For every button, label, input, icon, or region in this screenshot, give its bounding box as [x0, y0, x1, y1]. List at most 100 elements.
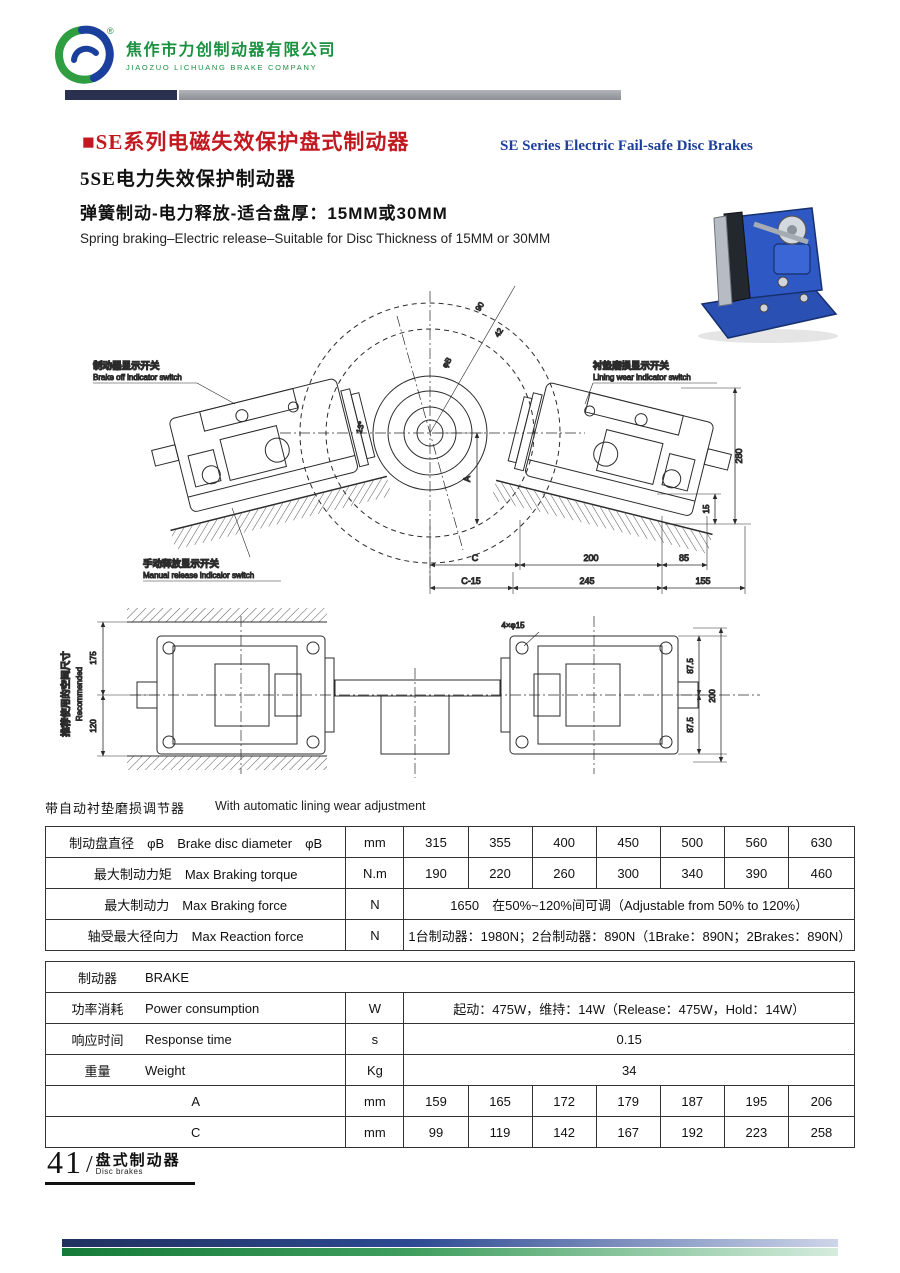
unit-cell: mm: [345, 1116, 405, 1148]
value-cell: 315: [403, 826, 469, 858]
dim-200: 200: [583, 553, 598, 563]
dim-175: 175: [89, 651, 98, 665]
table-row: 功率消耗 Power consumption W 起动：475W，维持：14W（…: [44, 992, 855, 1024]
dim-87-5-bottom: 87.5: [686, 717, 695, 733]
table-row: 响应时间 Response time s 0.15: [44, 1023, 855, 1055]
footer-section-cn: 盘式制动器: [95, 1151, 181, 1169]
dim-C-15: C-15: [461, 576, 481, 586]
value-span-cell: 34: [403, 1054, 855, 1086]
dim-42: 42: [493, 326, 506, 339]
adjuster-note-en: With automatic lining wear adjustment: [215, 799, 426, 813]
value-cell: 300: [595, 857, 661, 889]
unit-cell: mm: [345, 1085, 405, 1117]
value-cell: 99: [403, 1116, 469, 1148]
row-label: 最大制动力 Max Braking force: [44, 888, 347, 920]
row-label: C: [44, 1116, 347, 1148]
value-cell: 630: [787, 826, 856, 858]
dim-15: 15: [702, 504, 711, 513]
brake-header-cell: 制动器 BRAKE: [45, 961, 855, 993]
value-cell: 142: [531, 1116, 597, 1148]
right-mounting-surface: [490, 479, 714, 555]
bottom-bar-blue: [62, 1239, 838, 1247]
value-cell: 195: [723, 1085, 789, 1117]
header-bar-navy: [65, 90, 177, 100]
model-title: 5SE电力失效保护制动器: [80, 169, 296, 190]
value-cell: 220: [467, 857, 533, 889]
table-row: C mm 99 119 142 167 192 223 258: [44, 1116, 856, 1148]
recommended-label-cn: 推荐使用的空间尺寸: [60, 651, 72, 737]
value-cell: 159: [403, 1085, 469, 1117]
value-cell: 206: [787, 1085, 856, 1117]
table-row: 重量 Weight Kg 34: [44, 1054, 855, 1086]
table-row: 最大制动力 Max Braking force N 1650 在50%~120%…: [44, 888, 855, 920]
row-label: 最大制动力矩 Max Braking torque: [44, 857, 347, 889]
spec-line-cn: 弹簧制动-电力释放-适合盘厚：15MM或30MM: [80, 204, 448, 223]
value-cell: 260: [531, 857, 597, 889]
value-span-cell: 0.15: [403, 1023, 855, 1055]
value-span-cell: 起动：475W，维持：14W（Release：475W，Hold：14W）: [403, 992, 855, 1024]
unit-cell: s: [345, 1023, 405, 1055]
table-row: 制动器 BRAKE: [45, 961, 855, 993]
value-span-cell: 1台制动器：1980N；2台制动器：890N（1Brake：890N；2Brak…: [403, 919, 855, 951]
series-title-en: SE Series Electric Fail-safe Disc Brakes: [500, 138, 753, 154]
technical-drawing: 制动器显示开关 Brake off indicator switch 衬垫磨损显…: [60, 285, 760, 778]
row-label: 重量 Weight: [44, 1054, 347, 1086]
dim-87-5-top: 87.5: [686, 658, 695, 674]
dim-280: 280: [734, 448, 744, 463]
front-view: 制动器显示开关 Brake off indicator switch 衬垫磨损显…: [93, 285, 751, 594]
company-name-cn: 焦作市力创制动器有限公司: [126, 42, 337, 59]
recommended-label-en: Recommended: [75, 667, 84, 721]
table-row: A mm 159 165 172 179 187 195 206: [44, 1085, 856, 1117]
value-cell: 560: [723, 826, 789, 858]
row-label-cn: 重量: [84, 1063, 111, 1079]
dim-245: 245: [579, 576, 594, 586]
lining-wear-label-cn: 衬垫磨损显示开关: [593, 360, 670, 372]
registered-mark: ®: [107, 26, 114, 36]
dim-120: 120: [89, 719, 98, 733]
brake-off-label-cn: 制动器显示开关: [93, 360, 160, 372]
dim-C: C: [472, 553, 479, 563]
value-cell: 450: [595, 826, 661, 858]
dim-155: 155: [695, 576, 710, 586]
manual-release-label-cn: 手动释放显示开关: [143, 558, 220, 570]
row-label: 功率消耗 Power consumption: [44, 992, 347, 1024]
value-cell: 223: [723, 1116, 789, 1148]
manual-release-switch-label: 手动释放显示开关 Manual release indicalor switch: [143, 507, 281, 582]
brake-header-cn: 制动器: [77, 970, 117, 986]
spec-line-en: Spring braking–Electric release–Suitable…: [80, 231, 551, 246]
value-cell: 460: [787, 857, 856, 889]
row-label-en: Weight: [145, 1062, 186, 1078]
row-label: A: [44, 1085, 347, 1117]
header-bar-gray: [179, 90, 621, 100]
value-cell: 258: [787, 1116, 856, 1148]
brake-header-en: BRAKE: [145, 969, 190, 985]
value-cell: 400: [531, 826, 597, 858]
company-name-en: JIAOZUO LICHUANG BRAKE COMPANY: [126, 63, 318, 72]
value-cell: 179: [595, 1085, 661, 1117]
disc-spec-table: 制动盘直径 φB Brake disc diameter φB mm 315 3…: [44, 826, 856, 951]
value-cell: 190: [403, 857, 469, 889]
value-cell: 187: [659, 1085, 725, 1117]
value-cell: 165: [467, 1085, 533, 1117]
unit-cell: Kg: [345, 1054, 405, 1086]
footer-slash: /: [86, 1151, 93, 1178]
lining-wear-switch-label: 衬垫磨损显示开关 Lining wear indicator switch: [584, 360, 717, 405]
table-row: 制动盘直径 φB Brake disc diameter φB mm 315 3…: [44, 826, 856, 858]
brake-spec-table: 制动器 BRAKE 功率消耗 Power consumption W 起动：47…: [44, 961, 856, 1148]
dim-200-plan: 200: [708, 689, 717, 703]
unit-cell: mm: [345, 826, 405, 858]
table-row: 轴受最大径向力 Max Reaction force N 1台制动器：1980N…: [44, 919, 855, 951]
footer-section-en: Disc brakes: [95, 1167, 143, 1177]
row-label: 制动盘直径 φB Brake disc diameter φB: [44, 826, 347, 858]
unit-cell: N: [345, 919, 405, 951]
value-span-cell: 1650 在50%~120%间可调（Adjustable from 50% to…: [403, 888, 855, 920]
row-label: 轴受最大径向力 Max Reaction force: [44, 919, 347, 951]
row-label-cn: 功率消耗: [71, 1001, 124, 1017]
value-cell: 340: [659, 857, 725, 889]
left-mounting-surface: [169, 475, 393, 551]
table-row: 最大制动力矩 Max Braking torque N.m 190 220 26…: [44, 857, 856, 889]
manual-release-label-en: Manual release indicalor switch: [143, 571, 254, 580]
row-label: 响应时间 Response time: [44, 1023, 347, 1055]
lining-wear-label-en: Lining wear indicator switch: [593, 373, 691, 382]
